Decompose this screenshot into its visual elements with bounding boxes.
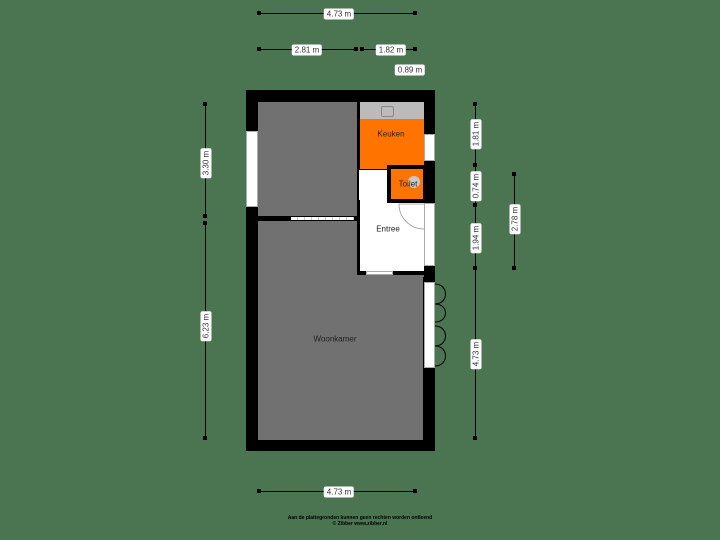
garden-doors-icon xyxy=(434,283,446,367)
dimension-label: 6.23 m xyxy=(200,310,212,342)
dimension-label: 1.82 m xyxy=(375,44,407,56)
room-label-entree: Entree xyxy=(376,224,400,234)
toilet-fixture-icon xyxy=(408,176,420,188)
dimension-label: 0.89 m xyxy=(394,64,426,76)
dimension-label: 4.73 m xyxy=(323,486,355,498)
sink-icon xyxy=(381,106,394,117)
room-upper-left xyxy=(258,102,357,215)
dimension-label: 3.30 m xyxy=(200,147,212,179)
entree-wall-left xyxy=(357,200,360,274)
window-entree xyxy=(424,203,435,266)
disclaimer-text: Aan de plattegronden kunnen geen rechten… xyxy=(287,515,433,521)
room-label-keuken: Keuken xyxy=(377,129,405,139)
dimension-label: 4.73 m xyxy=(323,8,355,20)
room-keuken xyxy=(360,119,424,169)
woonkamer-edge xyxy=(358,275,424,277)
dimension-label: 1.94 m xyxy=(470,222,482,254)
window-woonkamer xyxy=(424,282,435,368)
dimension-label: 0.74 m xyxy=(470,170,482,202)
kitchen-counter xyxy=(360,102,424,119)
dimension-label: 1.81 m xyxy=(470,118,482,150)
room-label-woonkamer: Woonkamer xyxy=(313,334,357,344)
dimension-label: 4.73 m xyxy=(470,338,482,370)
room-label-toilet: Toilet xyxy=(398,179,418,189)
door-swing-icon xyxy=(398,203,425,230)
window-keuken xyxy=(424,134,435,161)
sliding-opening xyxy=(291,217,354,220)
window-upper-left xyxy=(246,131,258,207)
dimension-label: 2.78 m xyxy=(509,203,521,235)
entree-door-opening xyxy=(366,271,393,275)
dimension-label: 2.81 m xyxy=(291,44,323,56)
copyright-text: © Zibber www.zibber.nl xyxy=(332,521,388,527)
